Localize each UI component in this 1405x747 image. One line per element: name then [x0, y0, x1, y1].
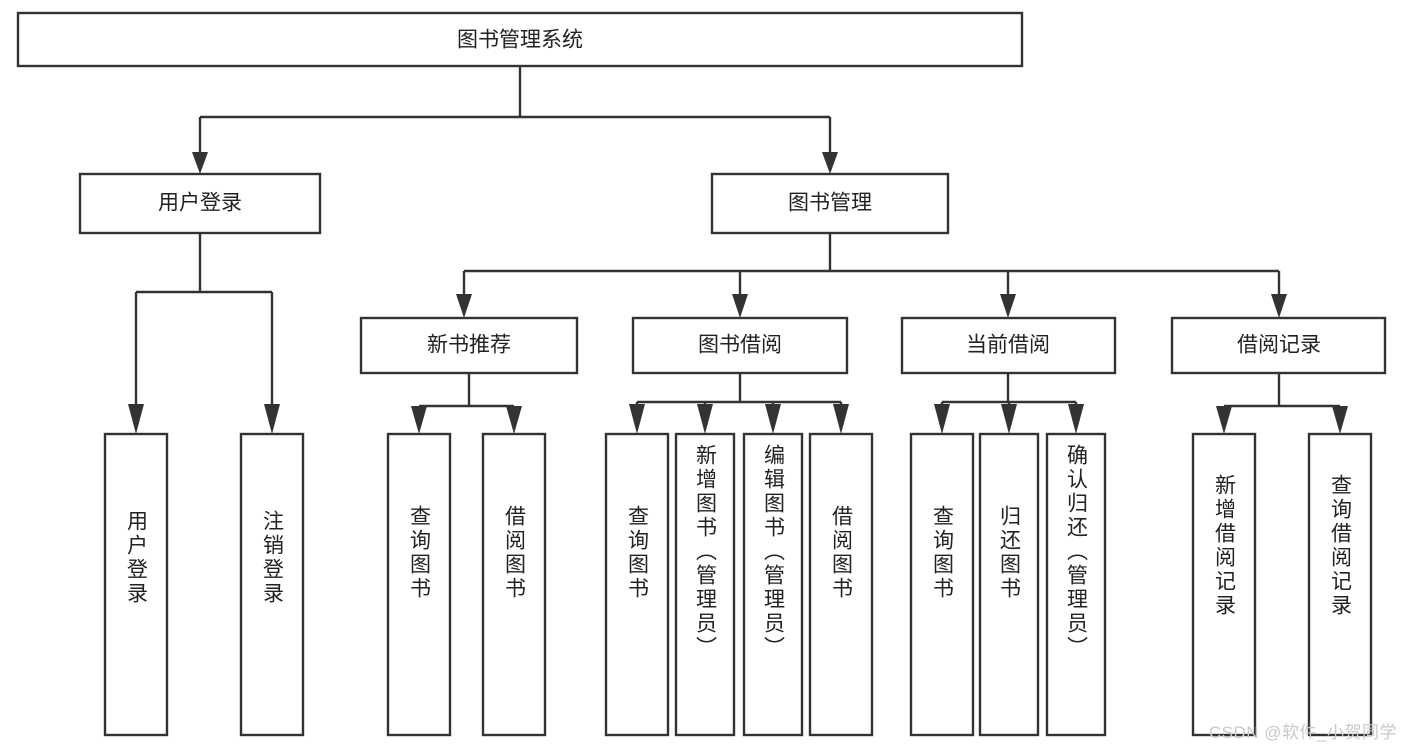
arrow-to-newbook	[456, 294, 472, 318]
leaf-box-edit-book[interactable]	[742, 432, 804, 737]
leaf-box-user-login[interactable]	[103, 432, 169, 737]
arrow-leaf-query-record	[1332, 406, 1348, 434]
node-current-borrow-box[interactable]	[900, 316, 1117, 375]
leaf-box-query-book-2[interactable]	[604, 432, 670, 737]
arrow-leaf-edit-book	[765, 404, 781, 434]
arrow-leaf-query-book-3	[934, 404, 950, 434]
leaf-box-return-book[interactable]	[978, 432, 1040, 737]
node-label-current-borrow: 当前借阅	[966, 334, 1050, 357]
leaf-box-borrow-book-2[interactable]	[808, 432, 874, 737]
arrow-leaf-logout	[264, 404, 280, 434]
leaf-box-borrow-book-1[interactable]	[481, 432, 547, 737]
node-user-login-box[interactable]	[78, 172, 322, 235]
arrow-leaf-borrow-book-2	[833, 404, 849, 434]
arrow-to-borrow	[732, 294, 748, 318]
leaf-box-query-book-3[interactable]	[909, 432, 975, 737]
arrow-to-current	[1000, 294, 1016, 318]
leaf-box-add-record[interactable]	[1191, 432, 1257, 737]
node-label-user-login: 用户登录	[158, 192, 242, 215]
node-borrow-record-box[interactable]	[1170, 316, 1387, 375]
nodes-layer	[16, 11, 1387, 737]
arrow-to-records	[1271, 294, 1287, 318]
arrow-to-user-login	[192, 152, 208, 174]
arrow-leaf-confirm-return	[1068, 404, 1084, 434]
node-label-book-borrow: 图书借阅	[698, 334, 782, 357]
node-label-new-book-rec: 新书推荐	[427, 334, 511, 357]
arrow-leaf-query-book-1	[411, 406, 427, 434]
arrow-leaf-borrow-book-1	[506, 406, 522, 434]
arrow-leaf-add-record	[1216, 406, 1232, 434]
arrow-leaf-return-book	[1001, 404, 1017, 434]
node-book-mgmt-box[interactable]	[710, 172, 950, 235]
arrow-leaf-user-login	[128, 404, 144, 434]
node-label-root: 图书管理系统	[457, 29, 583, 52]
edges-layer	[128, 66, 1348, 434]
arrow-to-book-mgmt	[822, 152, 838, 174]
arrow-leaf-add-book	[697, 404, 713, 434]
node-label-book-mgmt: 图书管理	[788, 192, 872, 215]
labels-layer: 图书管理系统 用户登录 图书管理 新书推荐 图书借阅 当前借阅 借阅记录	[158, 29, 1321, 357]
leaf-box-logout[interactable]	[239, 432, 305, 737]
node-book-borrow-box[interactable]	[631, 316, 849, 375]
arrow-leaf-query-book-2	[629, 404, 645, 434]
node-label-borrow-record: 借阅记录	[1237, 334, 1321, 357]
node-new-book-rec-box[interactable]	[359, 316, 579, 375]
leaf-box-add-book[interactable]	[674, 432, 736, 737]
leaf-box-query-record[interactable]	[1307, 432, 1373, 737]
csdn-watermark: CSDN @软件_小贺同学	[1208, 723, 1397, 742]
node-root-box[interactable]	[16, 11, 1024, 68]
leaf-box-confirm-return[interactable]	[1045, 432, 1107, 737]
leaf-box-query-book-1[interactable]	[386, 432, 452, 737]
